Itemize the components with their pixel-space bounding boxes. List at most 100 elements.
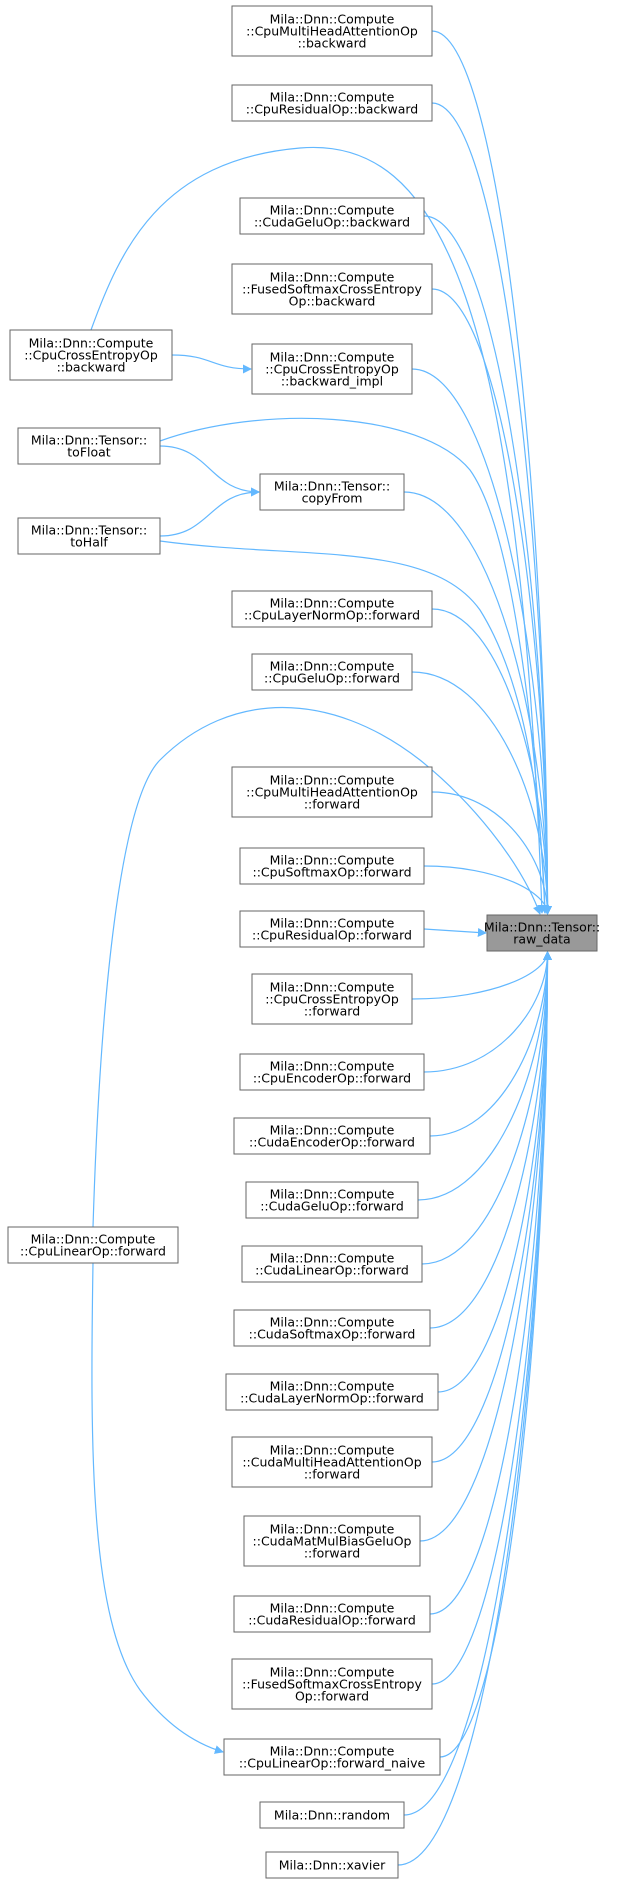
node-raw_data[interactable]: Mila::Dnn::Tensor::raw_data bbox=[484, 914, 600, 952]
edge-cpu_residual_backward-to-raw_data bbox=[431, 102, 552, 915]
node-cuda_softmax_forward[interactable]: Mila::Dnn::Compute::CudaSoftmaxOp::forwa… bbox=[233, 1309, 431, 1347]
node-label-line: Mila::Dnn::Tensor:: bbox=[274, 479, 390, 494]
node-label-line: Mila::Dnn::Compute bbox=[270, 773, 395, 788]
node-label-line: Mila::Dnn::Compute bbox=[270, 350, 395, 365]
node-label-line: ::CudaLayerNormOp::forward bbox=[240, 1391, 424, 1406]
node-label-line: ::CpuCrossEntropyOp bbox=[265, 992, 399, 1007]
node-dnn_xavier[interactable]: Mila::Dnn::xavier bbox=[265, 1851, 399, 1879]
node-box bbox=[233, 1595, 431, 1633]
node-box bbox=[239, 197, 425, 235]
node-cpu_softmax_forward[interactable]: Mila::Dnn::Compute::CpuSoftmaxOp::forwar… bbox=[239, 847, 425, 885]
edge-cpu_mha_forward-to-raw_data bbox=[431, 791, 552, 915]
node-label-line: Mila::Dnn::Compute bbox=[270, 980, 395, 995]
node-cpu_mha_backward[interactable]: Mila::Dnn::Compute::CpuMultiHeadAttentio… bbox=[231, 5, 433, 57]
node-fused_softmax_ce_forward[interactable]: Mila::Dnn::Compute::FusedSoftmaxCrossEnt… bbox=[231, 1658, 433, 1710]
node-cpu_ce_forward[interactable]: Mila::Dnn::Compute::CpuCrossEntropyOp::f… bbox=[251, 973, 413, 1025]
node-cpu_ce_backward[interactable]: Mila::Dnn::Compute::CpuCrossEntropyOp::b… bbox=[9, 329, 173, 381]
node-label-line: Mila::Dnn::Compute bbox=[270, 203, 395, 218]
edge-cpu_encoder_forward-to-raw_data bbox=[423, 951, 552, 1073]
edge-cpu_gelu_forward-to-raw_data bbox=[411, 671, 552, 915]
node-box bbox=[486, 914, 598, 952]
node-label-line: ::CpuLinearOp::forward bbox=[20, 1244, 166, 1259]
node-label-line: Mila::Dnn::Compute bbox=[270, 1744, 395, 1759]
node-box bbox=[231, 1658, 433, 1710]
node-label-line: Mila::Dnn::Tensor:: bbox=[484, 920, 600, 935]
node-tensor_tofloat[interactable]: Mila::Dnn::Tensor::toFloat bbox=[17, 427, 161, 465]
node-cpu_residual_backward[interactable]: Mila::Dnn::Compute::CpuResidualOp::backw… bbox=[231, 84, 433, 122]
node-fused_softmax_ce_backward[interactable]: Mila::Dnn::Compute::FusedSoftmaxCrossEnt… bbox=[231, 263, 433, 315]
node-cpu_layernorm_forward[interactable]: Mila::Dnn::Compute::CpuLayerNormOp::forw… bbox=[231, 590, 433, 628]
node-cpu_gelu_forward[interactable]: Mila::Dnn::Compute::CpuGeluOp::forward bbox=[251, 653, 413, 691]
node-cpu_mha_forward[interactable]: Mila::Dnn::Compute::CpuMultiHeadAttentio… bbox=[231, 766, 433, 818]
edge-fused_softmax_ce_backward-to-raw_data bbox=[431, 288, 552, 915]
node-label-line: ::CudaGeluOp::forward bbox=[260, 1199, 404, 1214]
node-tensor_tohalf[interactable]: Mila::Dnn::Tensor::toHalf bbox=[17, 517, 161, 555]
node-box bbox=[231, 1436, 433, 1488]
node-box bbox=[223, 1738, 441, 1776]
edge-cpu_ce_backward-to-raw_data bbox=[90, 146, 547, 914]
node-cuda_encoder_forward[interactable]: Mila::Dnn::Compute::CudaEncoderOp::forwa… bbox=[233, 1117, 431, 1155]
node-box bbox=[239, 910, 425, 948]
edge-tensor_tohalf-to-tensor_copyfrom bbox=[159, 487, 260, 537]
node-tensor_copyfrom[interactable]: Mila::Dnn::Tensor::copyFrom bbox=[259, 473, 405, 511]
node-label-line: ::CpuResidualOp::forward bbox=[252, 928, 412, 943]
edge-fused_softmax_ce_forward-to-raw_data bbox=[431, 951, 552, 1685]
node-box bbox=[265, 1851, 399, 1879]
node-cuda_matmul_bias_gelu_forward[interactable]: Mila::Dnn::Compute::CudaMatMulBiasGeluOp… bbox=[243, 1515, 421, 1567]
node-label-line: ::CpuLinearOp::forward_naive bbox=[239, 1756, 426, 1771]
node-label-line: Mila::Dnn::Tensor:: bbox=[31, 523, 147, 538]
node-label-line: Mila::Dnn::Compute bbox=[270, 1059, 395, 1074]
node-cuda_layernorm_forward[interactable]: Mila::Dnn::Compute::CudaLayerNormOp::for… bbox=[225, 1373, 439, 1411]
node-cpu_ce_backward_impl[interactable]: Mila::Dnn::Compute::CpuCrossEntropyOp::b… bbox=[251, 343, 413, 395]
node-cpu_linear_forward[interactable]: Mila::Dnn::Compute::CpuLinearOp::forward bbox=[7, 1226, 179, 1264]
node-label-line: Mila::Dnn::Compute bbox=[270, 659, 395, 674]
node-label-line: ::CpuEncoderOp::forward bbox=[253, 1071, 411, 1086]
node-label-line: copyFrom bbox=[302, 491, 363, 506]
node-label-line: ::backward bbox=[298, 36, 367, 51]
edge-cpu_softmax_forward-to-raw_data bbox=[423, 865, 552, 915]
node-label-line: Mila::Dnn::Compute bbox=[270, 916, 395, 931]
node-label-line: ::backward_impl bbox=[281, 374, 383, 389]
node-box bbox=[251, 653, 413, 691]
node-label-line: Mila::Dnn::Tensor:: bbox=[31, 433, 147, 448]
node-box bbox=[9, 329, 173, 381]
node-box bbox=[239, 847, 425, 885]
node-label-line: Mila::Dnn::Compute bbox=[270, 1251, 395, 1266]
node-label-line: ::forward bbox=[304, 1467, 360, 1482]
node-label-line: Mila::Dnn::Compute bbox=[270, 853, 395, 868]
node-label-line: ::FusedSoftmaxCrossEntropy bbox=[242, 1677, 422, 1692]
node-label-line: ::CpuResidualOp::backward bbox=[246, 102, 418, 117]
edge-cpu_ce_backward_impl-to-raw_data bbox=[411, 368, 552, 915]
node-cuda_residual_forward[interactable]: Mila::Dnn::Compute::CudaResidualOp::forw… bbox=[233, 1595, 431, 1633]
node-label-line: raw_data bbox=[513, 932, 570, 947]
node-cuda_linear_forward[interactable]: Mila::Dnn::Compute::CudaLinearOp::forwar… bbox=[241, 1245, 423, 1283]
edges bbox=[90, 30, 552, 1866]
edge-cpu_linear_forward-to-raw_data bbox=[92, 706, 542, 1228]
node-label-line: ::CudaEncoderOp::forward bbox=[249, 1135, 415, 1150]
node-label-line: ::CpuLayerNormOp::forward bbox=[244, 608, 420, 623]
node-cuda_gelu_forward[interactable]: Mila::Dnn::Compute::CudaGeluOp::forward bbox=[245, 1181, 419, 1219]
edge-cpu_ce_backward-to-cpu_ce_backward_impl bbox=[171, 354, 252, 374]
node-label-line: ::CudaGeluOp::backward bbox=[254, 215, 410, 230]
node-cpu_residual_forward[interactable]: Mila::Dnn::Compute::CpuResidualOp::forwa… bbox=[239, 910, 425, 948]
edge-cpu_ce_forward-to-raw_data bbox=[411, 951, 552, 1000]
node-cpu_linear_forward_naive[interactable]: Mila::Dnn::Compute::CpuLinearOp::forward… bbox=[223, 1738, 441, 1776]
node-dnn_random[interactable]: Mila::Dnn::random bbox=[259, 1801, 405, 1829]
edge-dnn_xavier-to-raw_data bbox=[397, 951, 552, 1866]
node-cpu_encoder_forward[interactable]: Mila::Dnn::Compute::CpuEncoderOp::forwar… bbox=[239, 1053, 425, 1091]
node-box bbox=[259, 473, 405, 511]
node-cuda_mha_forward[interactable]: Mila::Dnn::Compute::CudaMultiHeadAttenti… bbox=[231, 1436, 433, 1488]
node-box bbox=[231, 263, 433, 315]
node-label-line: Mila::Dnn::Compute bbox=[270, 1123, 395, 1138]
node-label-line: ::CudaMultiHeadAttentionOp bbox=[242, 1455, 421, 1470]
node-box bbox=[233, 1309, 431, 1347]
node-cuda_gelu_backward[interactable]: Mila::Dnn::Compute::CudaGeluOp::backward bbox=[239, 197, 425, 235]
node-label-line: Op::backward bbox=[289, 294, 376, 309]
edge-cuda_encoder_forward-to-raw_data bbox=[429, 951, 552, 1137]
node-label-line: Mila::Dnn::random bbox=[274, 1808, 390, 1823]
edge-tensor_tofloat-to-tensor_copyfrom bbox=[159, 445, 260, 497]
node-box bbox=[7, 1226, 179, 1264]
edge-cuda_mha_forward-to-raw_data bbox=[431, 951, 552, 1463]
node-box bbox=[225, 1373, 439, 1411]
node-box bbox=[231, 766, 433, 818]
